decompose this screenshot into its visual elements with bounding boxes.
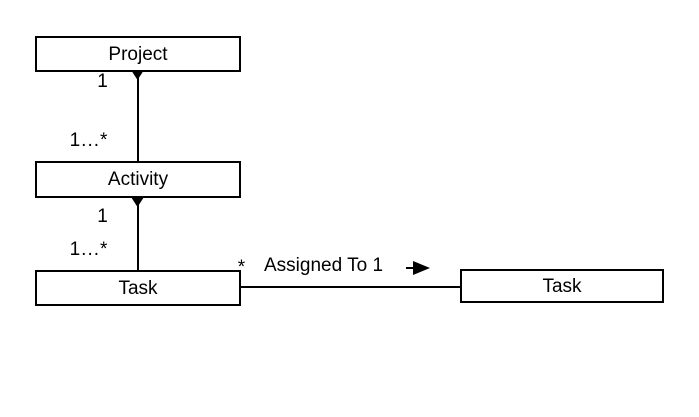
class-box-task-left: Task <box>35 270 241 306</box>
class-name-task-left: Task <box>118 277 158 299</box>
association-line-task-task <box>241 286 460 288</box>
class-box-task-right: Task <box>460 269 664 303</box>
class-box-project: Project <box>35 36 241 72</box>
composition-line-project-activity <box>137 72 139 161</box>
multiplicity-label-activity-whole: 1 <box>97 206 109 227</box>
class-name-project: Project <box>108 43 168 65</box>
multiplicity-label-association-source: * <box>237 257 247 278</box>
multiplicity-label-project-whole: 1 <box>97 71 109 92</box>
association-name-label: Assigned To 1 <box>264 255 384 276</box>
multiplicity-label-activity-part: 1...* <box>69 130 109 151</box>
multiplicity-label-task-part: 1...* <box>69 239 109 260</box>
reading-direction-arrow-tail <box>406 267 417 269</box>
class-name-activity: Activity <box>107 169 169 190</box>
class-box-activity: Activity <box>35 161 241 198</box>
composition-line-activity-task <box>137 198 139 270</box>
reading-direction-arrow-icon <box>413 261 430 275</box>
class-name-task-right: Task <box>542 275 582 297</box>
